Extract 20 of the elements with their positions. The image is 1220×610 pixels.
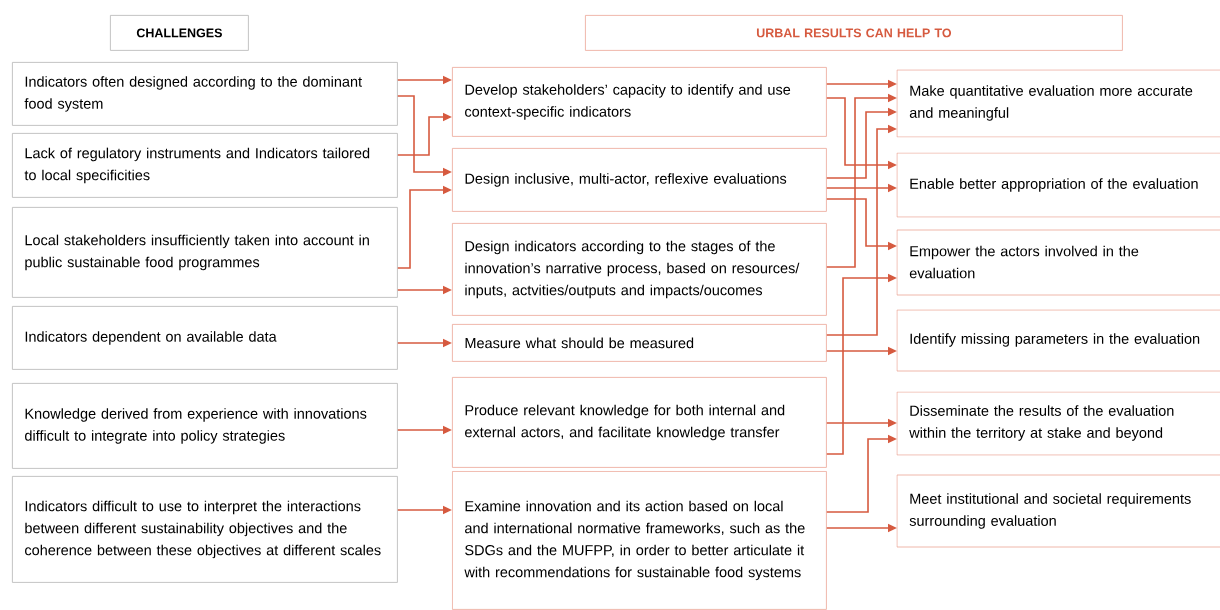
header-box: URBAL RESULTS CAN HELP TO [585, 15, 1123, 51]
outcome-box: Identify missing parameters in the evaluation [896, 309, 1220, 372]
result-box: Examine innovation and its action based on local and international normative frameworks, such as the SDGs and the MUFPP, in order to better articulate it with recommendations for sustainable food systems [452, 471, 827, 610]
challenge-box: Local stakeholders insufficiently taken into account in public sustainable food programmes [12, 207, 398, 298]
result-box: Measure what should be measured [452, 324, 827, 362]
result-box: Produce relevant knowledge for both internal and external actors, and facilitate knowledge transfer [452, 377, 827, 468]
outcome-box: Meet institutional and societal requirements surrounding evaluation [896, 474, 1220, 548]
outcome-box: Enable better appropriation of the evaluation [896, 152, 1220, 218]
result-box: Design inclusive, multi-actor, reflexive evaluations [452, 148, 827, 212]
challenge-box: Indicators difficult to use to interpret the interactions between different sustainability objectives and the coherence between these objectives at different scales [12, 476, 398, 583]
challenge-box: Indicators dependent on available data [12, 306, 398, 370]
outcome-box: Make quantitative evaluation more accurate and meaningful [896, 69, 1220, 138]
challenge-box: Knowledge derived from experience with innovations difficult to integrate into policy strategies [12, 383, 398, 469]
outcome-box: Disseminate the results of the evaluation within the territory at stake and beyond [896, 391, 1220, 456]
result-box: Develop stakeholders’ capacity to identify and use context-specific indicators [452, 67, 827, 137]
header-box: CHALLENGES [110, 15, 249, 51]
outcome-box: Empower the actors involved in the evaluation [896, 229, 1220, 296]
challenge-box: Lack of regulatory instruments and Indicators tailored to local specificities [12, 133, 398, 198]
challenge-box: Indicators often designed according to the dominant food system [12, 62, 398, 126]
result-box: Design indicators according to the stages of the innovation’s narrative process, based on resources/ inputs, actvities/outputs and impacts/oucomes [452, 223, 827, 316]
